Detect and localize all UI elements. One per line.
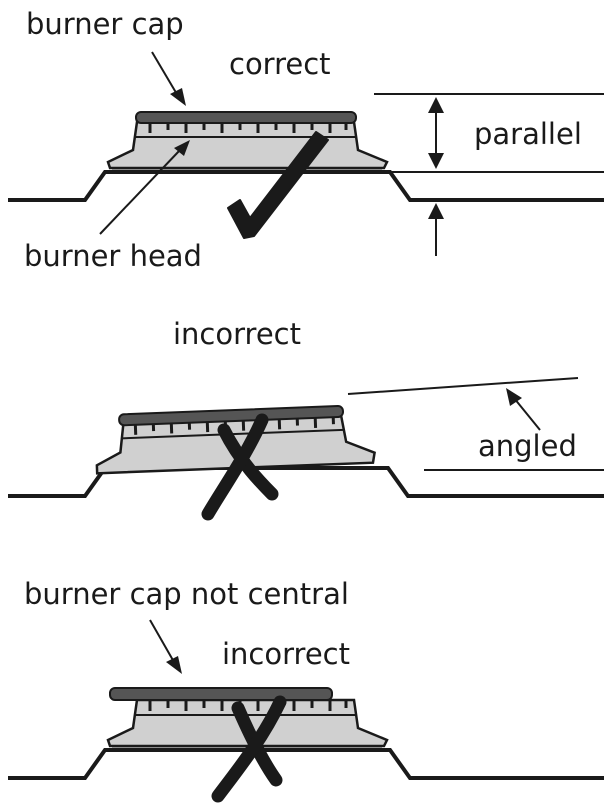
parallel-arrow-down <box>428 153 444 169</box>
parallel-arrow-lower-head <box>428 203 444 219</box>
label-incorrect-angled: incorrect <box>173 317 301 351</box>
panel-not-central <box>8 619 604 803</box>
x-mark-icon <box>217 423 279 501</box>
x-mark-icon-2-stroke-2 <box>211 695 287 803</box>
label-burner-head: burner head <box>24 239 202 273</box>
burner-cap-leader <box>151 51 179 97</box>
label-burner-cap: burner cap <box>26 7 184 41</box>
burner-head-leader <box>99 149 181 235</box>
angled-ref-top <box>347 377 579 395</box>
panel-correct <box>8 51 604 256</box>
cooktop-surface-3 <box>8 748 604 780</box>
panel-angled <box>8 377 604 521</box>
burner-cap-offset <box>109 687 333 701</box>
burner-head-arrowhead <box>174 140 190 156</box>
not-central-leader <box>149 619 175 663</box>
not-central-arrowhead <box>166 656 182 674</box>
label-parallel: parallel <box>474 117 582 151</box>
label-incorrect-not-central: incorrect <box>222 637 350 671</box>
x-mark-icon-stroke-2 <box>201 413 269 521</box>
parallel-arrow-up <box>428 97 444 113</box>
cooktop-surface <box>8 170 604 202</box>
checkmark-icon <box>227 131 329 239</box>
burner-cap-arrowhead <box>170 88 186 106</box>
angled-arrowhead <box>506 388 522 406</box>
label-burner-cap-not-central: burner cap not central <box>24 577 349 611</box>
label-angled: angled <box>478 429 577 463</box>
burner-cap-tilted <box>118 405 345 427</box>
burner-cap <box>135 111 357 124</box>
label-correct: correct <box>229 47 331 81</box>
angled-leader <box>513 397 541 431</box>
